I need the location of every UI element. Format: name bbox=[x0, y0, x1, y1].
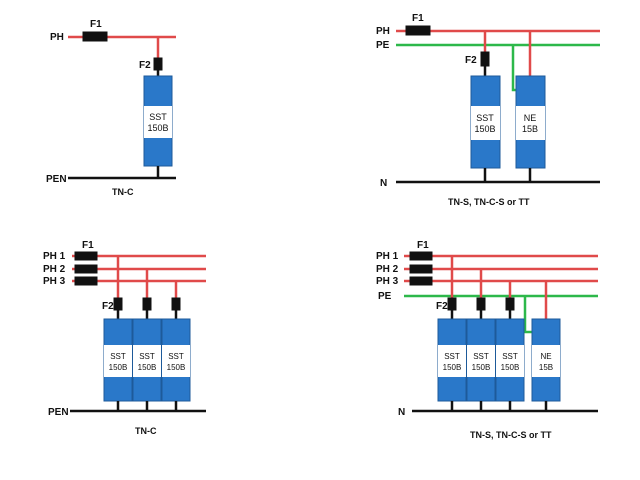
branch-fuse bbox=[505, 297, 515, 311]
neutral-earth-device: NE 15B bbox=[531, 318, 561, 402]
diagram-caption: TN-S, TN-C-S or TT bbox=[448, 197, 530, 207]
main-fuse bbox=[82, 31, 108, 42]
phase-2-label: PH 2 bbox=[43, 264, 66, 275]
phase-3-label: PH 3 bbox=[376, 276, 399, 287]
branch-fuse bbox=[171, 297, 181, 311]
phase-1-label: PH 1 bbox=[43, 251, 66, 262]
branch-fuse bbox=[476, 297, 486, 311]
neutral-label: N bbox=[380, 178, 387, 189]
main-fuse bbox=[409, 251, 433, 261]
surge-device: SST 150B bbox=[437, 318, 467, 402]
surge-device: SST 150B bbox=[161, 318, 191, 402]
diagram-caption: TN-C bbox=[135, 426, 157, 436]
main-fuse bbox=[74, 276, 98, 286]
surge-device: SST 150B bbox=[103, 318, 133, 402]
phase-label: PH bbox=[50, 32, 64, 43]
pen-label: PEN bbox=[48, 407, 69, 418]
branch-fuse bbox=[480, 51, 490, 67]
branch-fuse bbox=[447, 297, 457, 311]
neutral-earth-device: NE 15B bbox=[515, 75, 546, 169]
branch-fuse bbox=[153, 57, 163, 71]
main-fuse bbox=[74, 251, 98, 261]
device-rating: 15B bbox=[539, 363, 553, 372]
surge-device: SST 150B bbox=[132, 318, 162, 402]
device-rating: 150B bbox=[474, 124, 495, 134]
device-type: SST bbox=[502, 352, 518, 361]
main-fuse bbox=[409, 264, 433, 274]
device-type: SST bbox=[444, 352, 460, 361]
device-rating: 150B bbox=[167, 363, 186, 372]
diagram-tn-s-single-phase: PH F1 PE F2 SST 150B NE 15B N TN-S, TN-C… bbox=[376, 13, 600, 207]
surge-device: SST 150B bbox=[495, 318, 525, 402]
diagram-caption: TN-S, TN-C-S or TT bbox=[470, 430, 552, 440]
main-fuse-label: F1 bbox=[412, 13, 424, 24]
branch-fuse-label: F2 bbox=[436, 301, 448, 312]
device-rating: 150B bbox=[501, 363, 520, 372]
main-fuse bbox=[405, 25, 431, 36]
neutral-label: N bbox=[398, 407, 405, 418]
main-fuse-label: F1 bbox=[417, 240, 429, 251]
device-rating: 150B bbox=[147, 123, 168, 133]
diagram-tn-c-single-phase: PH F1 F2 SST 150B PEN TN-C bbox=[46, 19, 176, 197]
device-rating: 15B bbox=[522, 124, 538, 134]
device-type: SST bbox=[476, 113, 494, 123]
device-type: NE bbox=[524, 113, 537, 123]
phase-2-label: PH 2 bbox=[376, 264, 399, 275]
branch-fuse-label: F2 bbox=[465, 55, 477, 66]
pe-label: PE bbox=[378, 291, 392, 302]
pen-label: PEN bbox=[46, 174, 67, 185]
surge-device: SST 150B bbox=[470, 75, 501, 169]
device-type: SST bbox=[110, 352, 126, 361]
surge-device: SST 150B bbox=[143, 75, 173, 167]
device-type: SST bbox=[168, 352, 184, 361]
device-type: NE bbox=[540, 352, 551, 361]
surge-device: SST 150B bbox=[466, 318, 496, 402]
main-fuse bbox=[74, 264, 98, 274]
device-type: SST bbox=[149, 112, 167, 122]
device-rating: 150B bbox=[443, 363, 462, 372]
branch-fuse-label: F2 bbox=[139, 60, 151, 71]
branch-fuse-label: F2 bbox=[102, 301, 114, 312]
pe-label: PE bbox=[376, 40, 390, 51]
diagram-caption: TN-C bbox=[112, 187, 134, 197]
phase-1-label: PH 1 bbox=[376, 251, 399, 262]
main-fuse-label: F1 bbox=[82, 240, 94, 251]
phase-3-label: PH 3 bbox=[43, 276, 66, 287]
device-rating: 150B bbox=[109, 363, 128, 372]
branch-fuse bbox=[142, 297, 152, 311]
phase-label: PH bbox=[376, 26, 390, 37]
main-fuse bbox=[409, 276, 433, 286]
device-type: SST bbox=[139, 352, 155, 361]
device-type: SST bbox=[473, 352, 489, 361]
device-rating: 150B bbox=[138, 363, 157, 372]
branch-fuse bbox=[113, 297, 123, 311]
diagram-tn-c-three-phase: PH 1 PH 2 PH 3 F1 F2 SST 150B SST 150B bbox=[43, 240, 206, 436]
diagram-tn-s-three-phase: PH 1 PH 2 PH 3 PE F1 F2 SST 150B bbox=[376, 240, 598, 440]
main-fuse-label: F1 bbox=[90, 19, 102, 30]
device-rating: 150B bbox=[472, 363, 491, 372]
